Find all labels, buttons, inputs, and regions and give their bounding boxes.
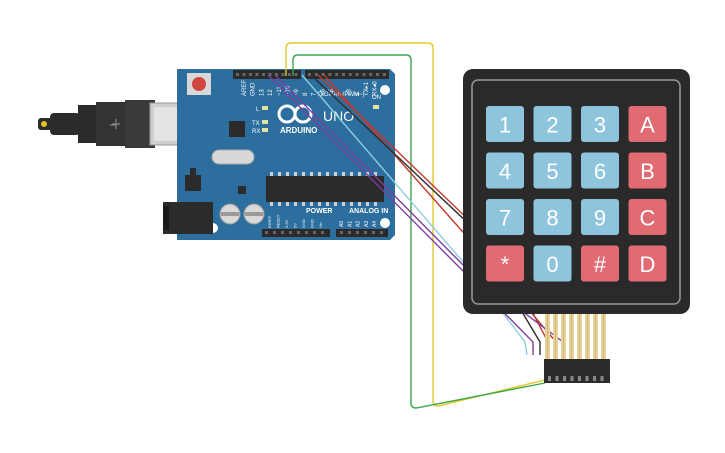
key-8[interactable]: 8 [533, 199, 572, 235]
pin-label: 2 [355, 92, 361, 96]
logo-text: ARDUINO [280, 126, 317, 135]
voltage-regulator [185, 175, 201, 191]
crystal [211, 149, 255, 165]
atmega-chip [266, 172, 384, 206]
key-label: 5 [546, 159, 558, 184]
led-tx-label: TX [252, 121, 260, 127]
power-label: POWER [306, 208, 332, 215]
power-pin-label: 3.3V [284, 219, 289, 228]
analog-pin-label: A2 [356, 221, 362, 227]
power-pin-label: GND [310, 219, 315, 228]
key-6[interactable]: 6 [581, 152, 619, 189]
pin-label: ~9 [294, 88, 300, 96]
reset-button[interactable] [187, 73, 211, 95]
key-label: 7 [499, 206, 511, 231]
analog-pin-label: A3 [364, 221, 370, 227]
analog-label: ANALOG IN [349, 208, 388, 215]
analog-header[interactable] [336, 229, 388, 237]
key-label: B [640, 159, 655, 184]
key-0[interactable]: 0 [533, 245, 572, 282]
digital-header-right[interactable] [305, 70, 389, 79]
power-header[interactable] [262, 229, 330, 237]
keypad-4x4[interactable]: 1 2 3 A 4 5 6 B 7 8 9 C * 0 # D [463, 69, 690, 314]
key-label: D [640, 252, 656, 277]
capacitors [219, 203, 265, 225]
pin-label: 8 [303, 92, 309, 96]
pin-label: ~10 [286, 85, 292, 96]
power-pin-label: RESET [276, 214, 281, 228]
key-*[interactable]: * [486, 245, 524, 282]
key-label: 0 [546, 252, 558, 277]
analog-pin-label: A1 [347, 221, 353, 227]
key-5[interactable]: 5 [533, 152, 572, 189]
key-label: 4 [499, 159, 511, 184]
key-label: 1 [499, 113, 511, 138]
pin-label: 13 [259, 89, 265, 96]
key-#[interactable]: # [581, 245, 619, 282]
pin-label: 7 [312, 92, 318, 96]
key-1[interactable]: 1 [486, 106, 524, 142]
key-label: * [501, 252, 510, 277]
arduino-logo: ARDUINO UNO [277, 104, 354, 135]
key-label: 3 [594, 113, 606, 138]
key-label: C [640, 206, 656, 231]
dc-power-jack[interactable] [163, 202, 213, 234]
wire-green[interactable] [292, 54, 546, 409]
pin-label: ~6 [320, 88, 326, 96]
analog-pin-label: A5 [381, 221, 387, 227]
key-A[interactable]: A [628, 106, 667, 142]
key-7[interactable]: 7 [486, 199, 524, 235]
pin-label: 12 [268, 89, 274, 96]
usb-chip [229, 121, 245, 137]
pin-label: ~5 [329, 88, 335, 96]
key-label: 9 [594, 206, 606, 231]
digital-header-left[interactable] [233, 70, 301, 79]
pin-label: ~3 [346, 88, 352, 96]
key-3[interactable]: 3 [581, 106, 619, 142]
pin-label: ~11 [277, 86, 283, 96]
key-label: 2 [546, 113, 558, 138]
key-label: 8 [546, 206, 558, 231]
analog-pin-label: A4 [372, 221, 378, 227]
key-label: A [640, 113, 655, 138]
key-label: 6 [594, 159, 606, 184]
keypad-connector[interactable] [544, 359, 610, 383]
pin-label: RX◂0 [373, 81, 379, 96]
key-4[interactable]: 4 [486, 152, 524, 189]
power-pin-label: GND [301, 219, 306, 228]
led-rx [262, 128, 268, 132]
led-l [262, 106, 268, 110]
key-9[interactable]: 9 [581, 199, 619, 235]
power-pin-label: Vin [318, 222, 323, 228]
key-C[interactable]: C [628, 199, 667, 235]
pin-label: AREF [242, 80, 248, 96]
pin-label: TX▸1 [364, 81, 370, 96]
key-D[interactable]: D [628, 245, 667, 282]
power-pin-label: 5V [293, 223, 298, 228]
key-label: # [594, 252, 607, 277]
pin-label: GND [251, 82, 257, 96]
power-pin-label: IOREF [267, 215, 272, 228]
key-B[interactable]: B [628, 152, 667, 189]
analog-pin-label: A0 [339, 221, 345, 227]
led-tx [262, 120, 268, 124]
model-text: UNO [323, 108, 354, 124]
led-on [373, 105, 379, 109]
keypad-ribbon [545, 312, 606, 359]
led-rx-label: RX [252, 129, 260, 135]
key-2[interactable]: 2 [533, 106, 572, 142]
led-l-label: L [256, 107, 260, 113]
on-label: ON [372, 95, 381, 101]
